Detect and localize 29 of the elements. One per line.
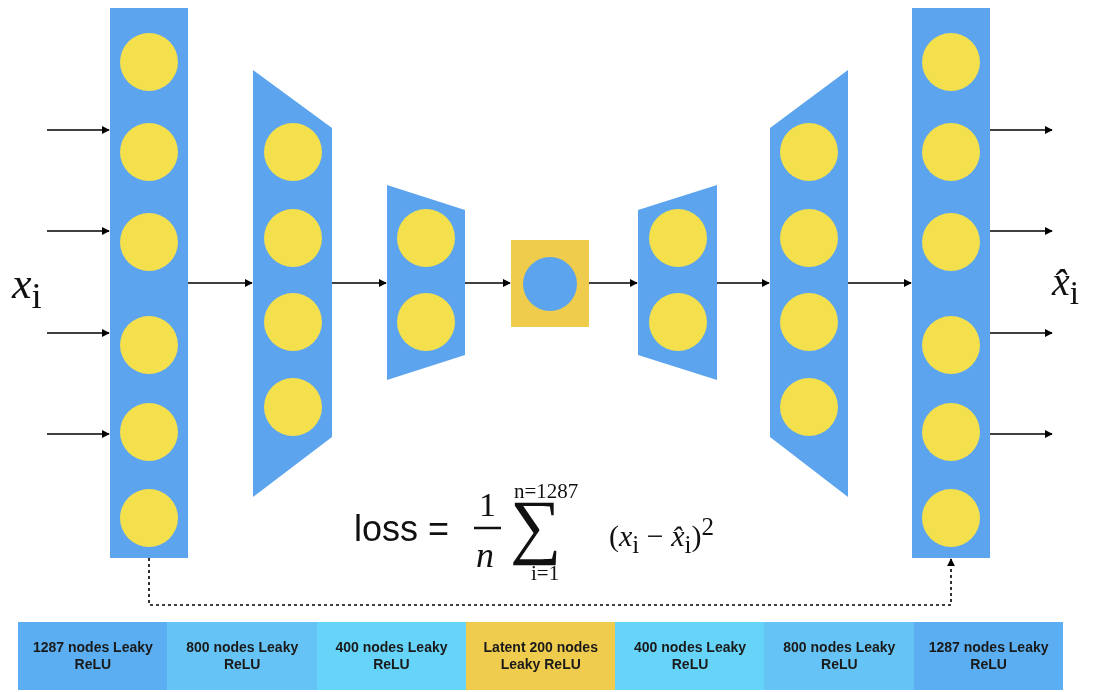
arrow: [989, 430, 1053, 438]
input-variable: x$_{i}$: [12, 262, 42, 315]
arrow: [46, 430, 110, 438]
dashed-arrow: [148, 557, 955, 606]
squared-error: (x$_{i}$ − x̂$_{i}$)$^{2}$: [609, 514, 714, 557]
sum-upper-limit: n=1287: [514, 481, 579, 502]
arrow: [46, 227, 110, 235]
arrow: [588, 279, 638, 287]
arrow: [989, 126, 1053, 134]
arrow: [847, 279, 912, 287]
table-cell: 400 nodes Leaky ReLU: [316, 622, 467, 690]
table-cell: 800 nodes Leaky ReLU: [167, 622, 318, 690]
denominator: n: [476, 537, 494, 573]
numerator: 1: [479, 488, 496, 522]
arrow: [464, 279, 511, 287]
table-cell: 400 nodes Leaky ReLU: [615, 622, 765, 690]
loss-label: loss =: [354, 511, 450, 547]
table-cell: Latent 200 nodes Leaky ReLU: [465, 622, 616, 690]
output-variable: x̂$_{i}$: [1052, 262, 1080, 310]
arrow: [331, 279, 387, 287]
table-cell: 1287 nodes Leaky ReLU: [913, 622, 1064, 690]
arrow: [46, 329, 110, 337]
arrow: [989, 329, 1053, 337]
table-cell: 1287 nodes Leaky ReLU: [18, 622, 168, 690]
arrow: [187, 279, 253, 287]
arrow: [716, 279, 770, 287]
table-cell: 800 nodes Leaky ReLU: [764, 622, 915, 690]
arrow: [989, 227, 1053, 235]
arrow: [46, 126, 110, 134]
